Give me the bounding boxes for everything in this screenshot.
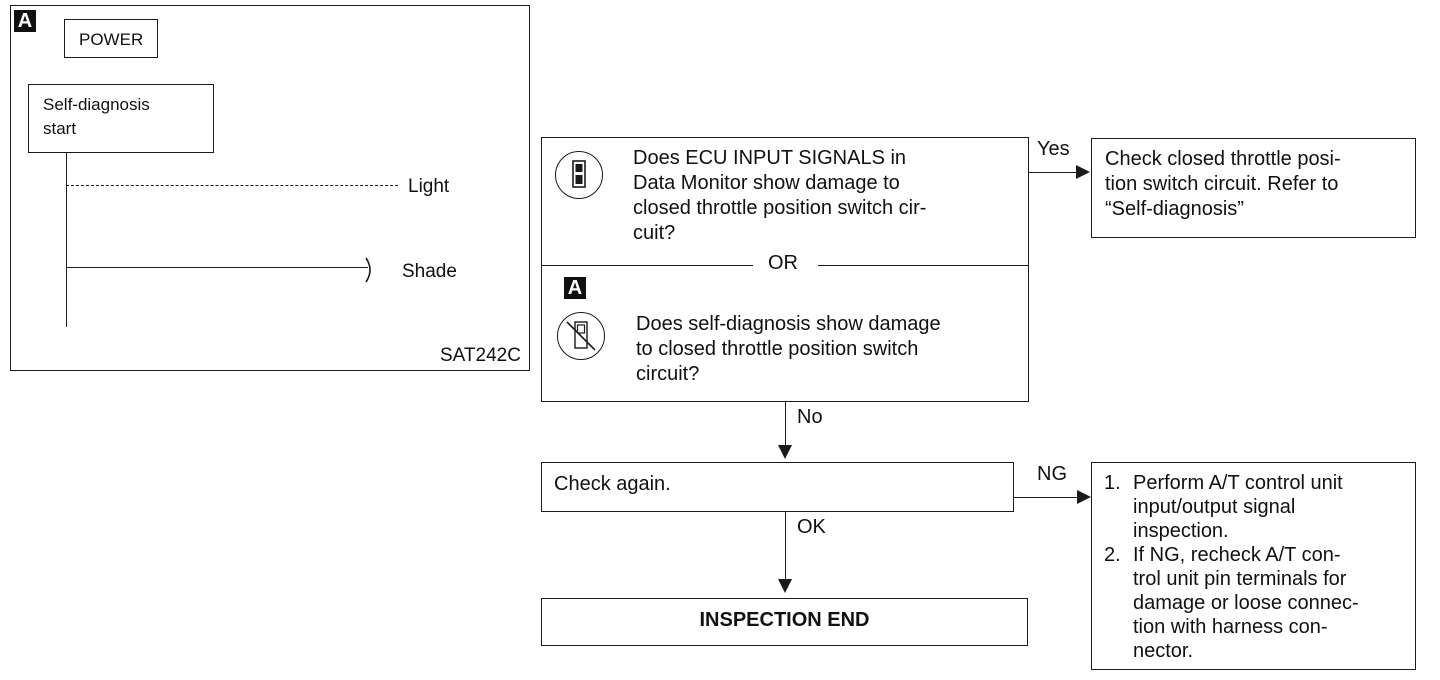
no-arrow [778,445,792,459]
figure-code: SAT242C [440,345,521,366]
consult-tester-icon [555,151,603,199]
inspection-end-text: INSPECTION END [699,609,870,631]
power-label: POWER [79,30,144,49]
no-tester-device [566,321,596,351]
ok-label: OK [797,516,826,538]
ng-connector [1014,497,1078,498]
ng-arrow [1077,490,1091,504]
ok-connector [785,512,786,580]
no-label: No [797,406,823,428]
question-2-text: Does self-diagnosis show damage to close… [636,313,941,385]
yes-result-box: Check closed throttle posi- tion switch … [1091,138,1416,238]
yes-connector [1029,172,1077,173]
selfdiag-label: Self-diagnosis start [43,95,150,138]
or-divider-right [818,265,1029,266]
check-again-box: Check again. [541,462,1014,512]
shade-label: Shade [402,261,457,282]
shade-end-bracket [365,257,371,283]
ok-arrow [778,579,792,593]
consult-tester-device [572,160,586,188]
ng-item-1-text: Perform A/T control unit input/output si… [1133,472,1343,542]
or-divider-left [541,265,753,266]
inspection-end-box: INSPECTION END [541,598,1028,646]
ng-label: NG [1037,463,1067,485]
no-tester-icon [557,312,605,360]
ng-item-1-num: 1. [1104,472,1121,494]
check-again-text: Check again. [554,473,671,495]
question-2-tag-a: A [564,277,586,299]
question-box [541,137,1029,402]
inset-figure [10,5,530,371]
no-connector [785,402,786,446]
light-dashed-line [66,185,398,186]
ng-item-2-num: 2. [1104,544,1121,566]
light-label: Light [408,176,450,197]
ng-result-box: 1. Perform A/T control unit input/output… [1091,462,1416,670]
ng-item-2-text: If NG, recheck A/T con- trol unit pin te… [1133,544,1359,662]
question-1-text: Does ECU INPUT SIGNALS in Data Monitor s… [633,147,927,244]
shade-solid-line [66,267,368,268]
time-axis-line [66,153,67,327]
yes-label: Yes [1037,138,1070,160]
selfdiag-box: Self-diagnosis start [28,84,214,153]
yes-arrow [1076,165,1090,179]
yes-result-text: Check closed throttle posi- tion switch … [1105,148,1341,220]
or-label: OR [768,252,798,274]
power-box: POWER [64,19,158,58]
inset-tag-a: A [14,10,36,32]
